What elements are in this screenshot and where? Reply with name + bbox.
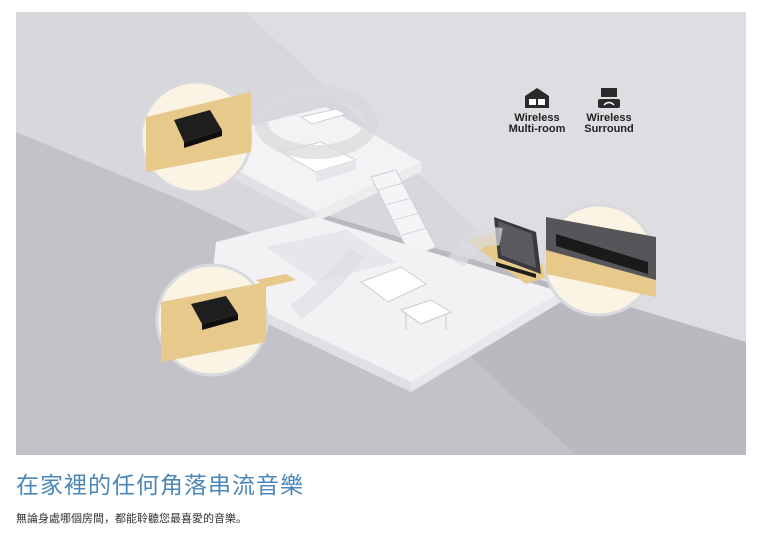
hero-illustration: Wireless Multi-room Wireless Surround xyxy=(16,12,746,455)
wireless-multiroom-icon xyxy=(525,88,549,108)
soundbar-zoom xyxy=(542,203,656,317)
wireless-surround-icon xyxy=(598,88,620,108)
section-title: 在家裡的任何角落串流音樂 xyxy=(16,473,304,499)
staircase xyxy=(370,169,437,258)
speaker-zoom-bedroom xyxy=(139,80,253,194)
feature-wireless-multiroom: Wireless Multi-room xyxy=(504,86,570,135)
house-illustration xyxy=(16,12,746,455)
feature-wireless-surround: Wireless Surround xyxy=(576,86,642,135)
speaker-zoom-livingroom xyxy=(155,263,269,377)
section-description: 無論身處哪個房間，都能聆聽您最喜愛的音樂。 xyxy=(16,512,247,525)
